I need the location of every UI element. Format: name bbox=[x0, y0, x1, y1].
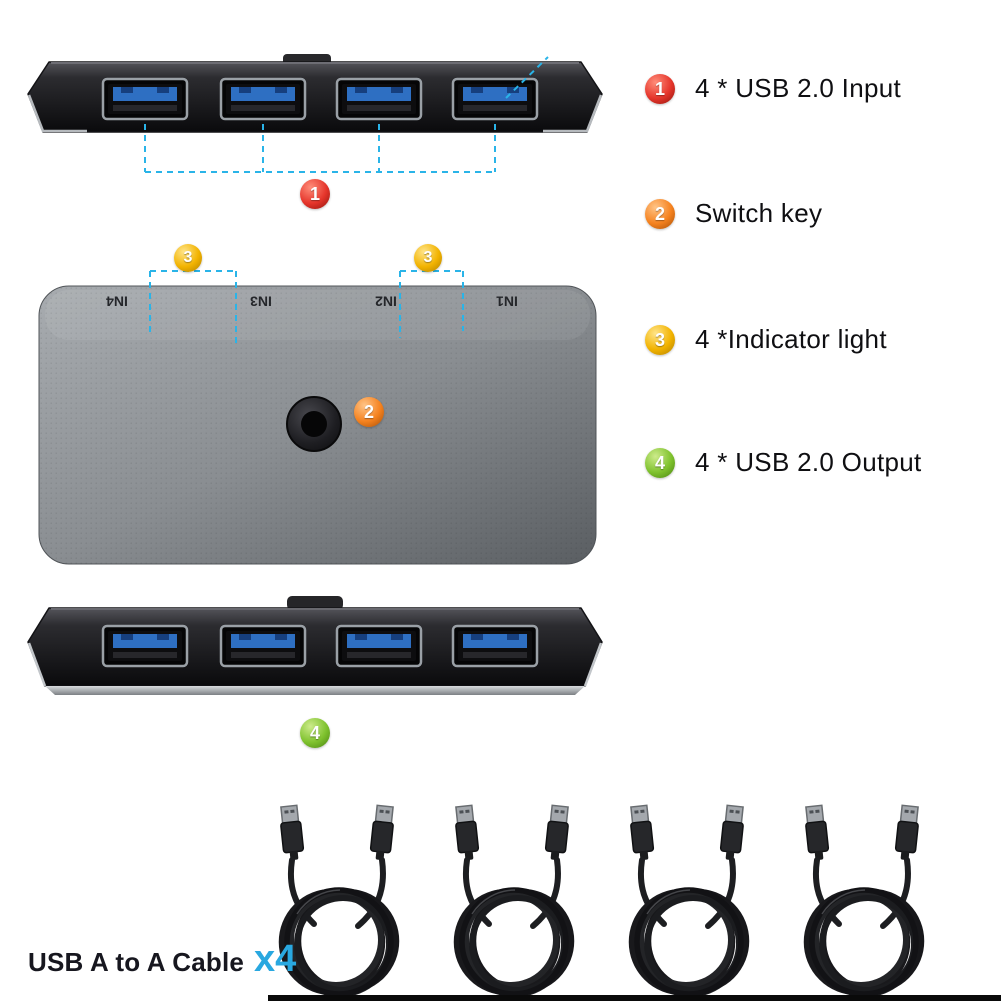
hub-silver-edge-left bbox=[27, 94, 87, 133]
usb-cable-2 bbox=[427, 802, 602, 1001]
legend-badge-3: 3 bbox=[645, 324, 675, 355]
hub-silver-rim bbox=[45, 686, 585, 695]
hub-silver-edge-right bbox=[583, 642, 603, 687]
legend-badge-2: 2 bbox=[645, 198, 675, 229]
usb-port bbox=[335, 624, 423, 668]
usb-port bbox=[219, 624, 307, 668]
cable-caption: USB A to A Cable x4 bbox=[28, 938, 296, 981]
port-label-in2: IN2 bbox=[375, 293, 397, 309]
port-label-in1: IN1 bbox=[496, 293, 518, 309]
switch-body-sheen bbox=[45, 290, 590, 340]
legend-label-switch: Switch key bbox=[695, 198, 823, 228]
legend-item-input: 1 4 * USB 2.0 Input bbox=[645, 73, 901, 104]
legend-badge-4: 4 bbox=[645, 447, 675, 478]
hub-silver-edge-right bbox=[543, 94, 603, 133]
switch-key-button-center bbox=[301, 411, 327, 437]
callout-badge-switch: 2 bbox=[354, 397, 384, 427]
legend-item-indicator: 3 4 *Indicator light bbox=[645, 324, 887, 355]
usb-port bbox=[101, 77, 189, 121]
port-label-in3: IN3 bbox=[250, 293, 272, 309]
switch-key-bump bbox=[287, 596, 343, 610]
usb-hub-bottom-view bbox=[27, 596, 603, 695]
cable-count-label: x4 bbox=[254, 938, 297, 980]
legend-item-switch: 2 Switch key bbox=[645, 198, 822, 229]
legend-badge-1: 1 bbox=[645, 73, 675, 104]
cable-caption-text: USB A to A Cable bbox=[28, 947, 245, 977]
legend-label-indicator: 4 *Indicator light bbox=[695, 324, 887, 354]
usb-hub-top-view bbox=[27, 54, 603, 133]
usb-cable-4 bbox=[777, 802, 952, 1001]
legend-label-output: 4 * USB 2.0 Output bbox=[695, 447, 922, 477]
hub-silver-edge-left bbox=[27, 642, 47, 687]
usb-port bbox=[451, 77, 539, 121]
bottom-edge-strip bbox=[268, 995, 1001, 1001]
usb-port bbox=[101, 624, 189, 668]
port-label-in4: IN4 bbox=[106, 293, 128, 309]
usb-cable-3 bbox=[602, 802, 777, 1001]
callout-badge-output: 4 bbox=[300, 718, 330, 748]
callout-badge-indicator-right: 3 bbox=[414, 244, 442, 272]
usb-port bbox=[451, 624, 539, 668]
legend-item-output: 4 4 * USB 2.0 Output bbox=[645, 447, 922, 478]
usb-port bbox=[335, 77, 423, 121]
callout-badge-input: 1 bbox=[300, 179, 330, 209]
usb-port bbox=[219, 77, 307, 121]
callout-badge-indicator-left: 3 bbox=[174, 244, 202, 272]
legend-label-input: 4 * USB 2.0 Input bbox=[695, 73, 902, 103]
usb-switch-top-view: IN4 IN3 IN2 IN1 bbox=[38, 285, 597, 565]
